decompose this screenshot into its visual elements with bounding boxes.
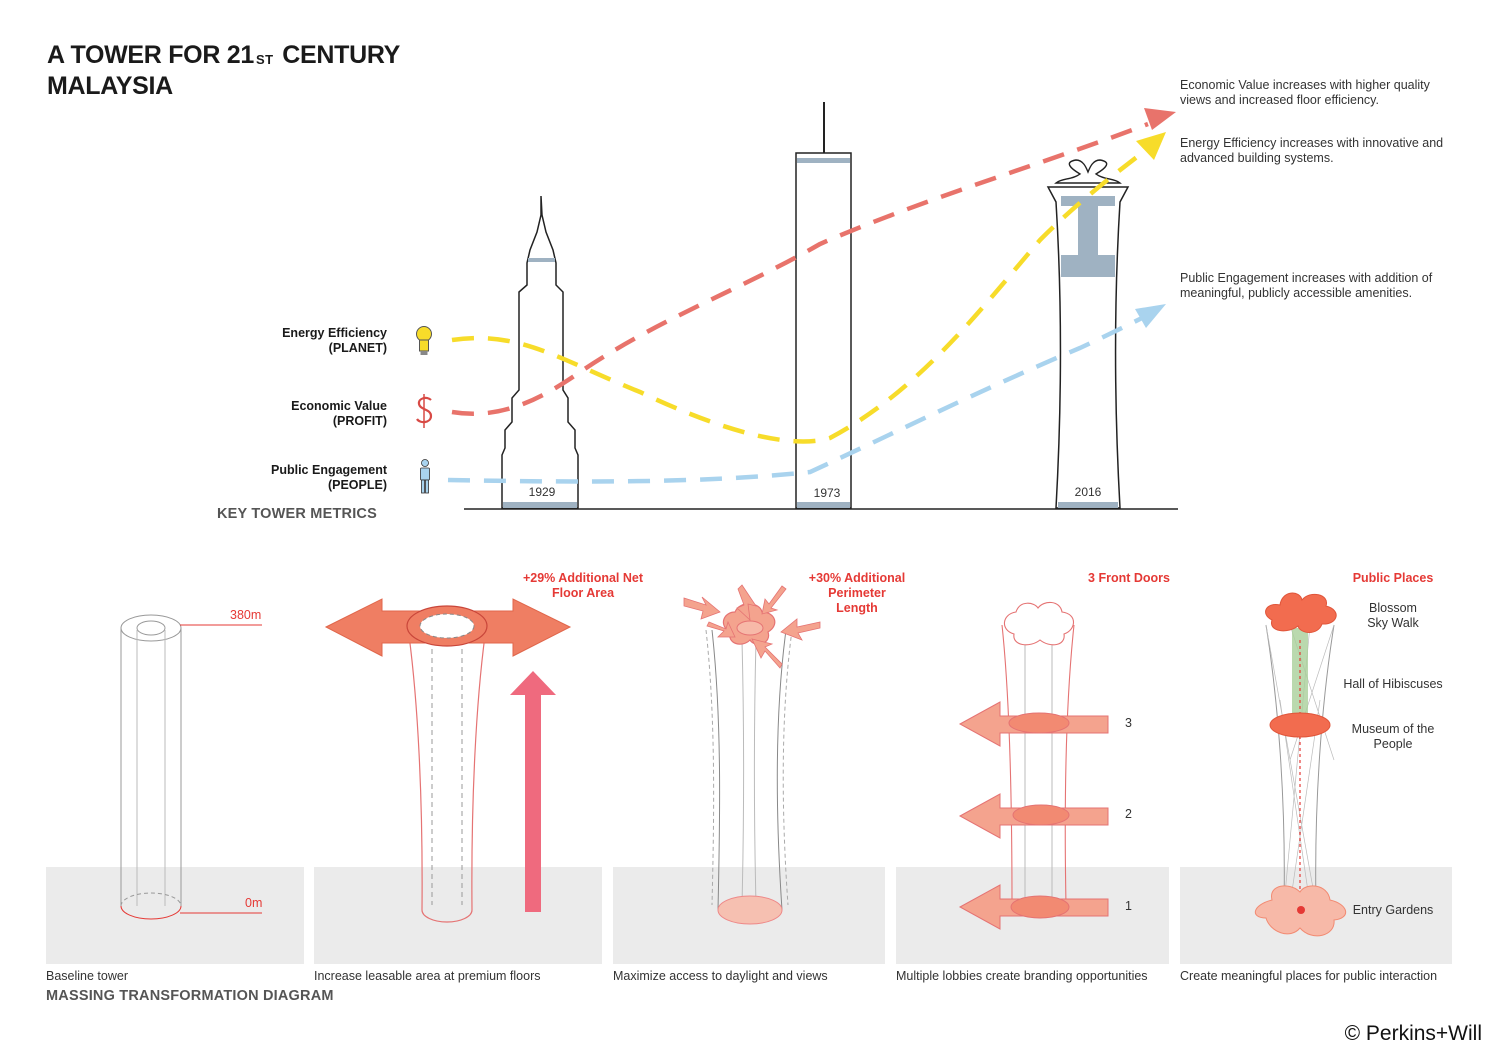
metric-public-label: Public Engagement (PEOPLE) [187, 463, 387, 493]
metric-public-sub: (PEOPLE) [327, 478, 387, 492]
daylight-tower [705, 603, 793, 925]
label-hall-of-hibiscuses: Hall of Hibiscuses [1343, 677, 1443, 691]
person-icon [420, 459, 430, 494]
title-superscript: ST [255, 52, 274, 67]
public-arrowhead [1135, 304, 1166, 328]
tower-1973 [795, 102, 852, 509]
energy-efficiency-curve [451, 148, 1148, 444]
energy-arrowhead [1136, 132, 1166, 160]
heading-perimeter-length: +30% Additional Perimeter Length [808, 571, 906, 615]
caption-lobbies: Multiple lobbies create branding opportu… [896, 969, 1148, 983]
economic-value-curve [451, 121, 1149, 417]
heading-front-doors: 3 Front Doors [1088, 571, 1170, 585]
height-label-base: 0m [245, 896, 263, 910]
caption-daylight: Maximize access to daylight and views [613, 969, 828, 983]
lobby-arrow-2 [958, 793, 1109, 839]
heading-public-places: Public Places [1352, 571, 1434, 585]
label-museum-of-the-people: Museum of the People [1351, 722, 1435, 751]
public-tower [1255, 592, 1346, 937]
caption-leasable: Increase leasable area at premium floors [314, 969, 541, 983]
metric-energy-name: Energy Efficiency [282, 326, 387, 340]
label-blossom-sky-walk: Blossom Sky Walk [1367, 601, 1419, 630]
key-tower-metrics-label: KEY TOWER METRICS [217, 506, 377, 522]
baseline-tower [120, 614, 182, 920]
height-label-top: 380m [230, 608, 262, 622]
label-entry-gardens: Entry Gardens [1352, 903, 1434, 917]
metric-energy-label: Energy Efficiency (PLANET) [187, 326, 387, 356]
year-label-2016: 2016 [1074, 485, 1102, 499]
year-label-1929: 1929 [528, 485, 556, 499]
title-line2: MALAYSIA [47, 72, 173, 100]
floor-number-1: 1 [1125, 899, 1132, 913]
public-engagement-curve [447, 313, 1148, 484]
note-public: Public Engagement increases with additio… [1180, 271, 1433, 300]
economic-arrowhead [1144, 108, 1176, 130]
lobby-arrow-3 [958, 701, 1109, 747]
note-economic: Economic Value increases with higher qua… [1180, 78, 1430, 107]
caption-public: Create meaningful places for public inte… [1180, 969, 1438, 983]
dollar-icon [416, 394, 433, 428]
lightbulb-icon [416, 326, 432, 355]
lobby-arrow-1 [958, 884, 1109, 930]
metric-public-name: Public Engagement [271, 463, 387, 477]
panel-leasable-ground [314, 867, 602, 964]
metric-economic-name: Economic Value [291, 399, 387, 413]
upward-arrow [510, 671, 556, 912]
note-energy: Energy Efficiency increases with innovat… [1180, 136, 1444, 165]
lobbies-tower [1001, 601, 1075, 906]
metric-economic-sub: (PROFIT) [332, 414, 387, 428]
massing-diagram-label: MASSING TRANSFORMATION DIAGRAM [46, 988, 334, 1004]
panel-baseline-ground [46, 867, 304, 964]
floor-number-3: 3 [1125, 716, 1132, 730]
metric-economic-label: Economic Value (PROFIT) [187, 399, 387, 429]
leasable-tower [407, 627, 487, 923]
year-label-1973: 1973 [813, 486, 841, 500]
title-line1-end: CENTURY [275, 41, 401, 69]
tower-2016 [1046, 159, 1130, 509]
heading-net-floor-area: +29% Additional Net Floor Area [522, 571, 644, 600]
title-line1: A TOWER FOR 21 [47, 41, 254, 69]
caption-baseline: Baseline tower [46, 969, 128, 983]
copyright: © Perkins+Will [1344, 1022, 1482, 1045]
floor-number-2: 2 [1125, 807, 1132, 821]
metric-energy-sub: (PLANET) [328, 341, 387, 355]
daylight-arrows [683, 584, 821, 669]
